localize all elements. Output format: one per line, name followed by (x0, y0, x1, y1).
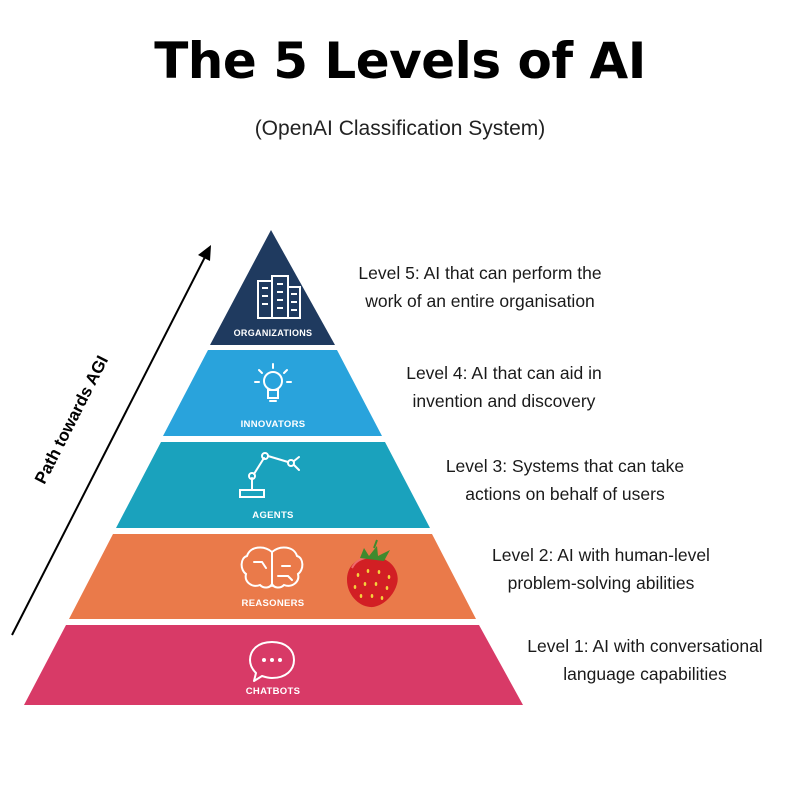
pyramid-segment-chatbots (24, 625, 523, 705)
chat-bubble-icon (249, 641, 295, 682)
pyramid-segment-innovators (163, 350, 382, 436)
description-line: work of an entire organisation (365, 291, 595, 311)
building-icon (257, 275, 301, 319)
pyramid-segment-agents (116, 442, 430, 528)
level-name-chatbots: CHATBOTS (246, 686, 300, 697)
level-1-chatbots: CHATBOTS (24, 625, 523, 705)
description-line: Level 4: AI that can aid in (406, 363, 602, 383)
description-line: Level 2: AI with human-level (492, 545, 710, 565)
level-3-description: Level 3: Systems that can take actions o… (405, 452, 725, 508)
robot-arm-icon (239, 452, 300, 498)
strawberry-icon (347, 539, 398, 608)
description-line: problem-solving abilities (507, 573, 695, 593)
description-line: invention and discovery (412, 391, 596, 411)
description-line: Level 5: AI that can perform the (358, 263, 602, 283)
description-line: Level 3: Systems that can take (445, 456, 685, 476)
path-arrow (11, 245, 211, 636)
level-name-agents: AGENTS (252, 510, 293, 521)
level-4-innovators: INNOVATORS (163, 350, 382, 436)
lightbulb-icon (254, 363, 292, 402)
level-name-organizations: ORGANIZATIONS (234, 328, 313, 338)
description-line: Level 1: AI with conversational (527, 636, 763, 656)
level-2-reasoners: REASONERS (69, 534, 476, 619)
page-subtitle: (OpenAI Classification System) (254, 117, 546, 140)
level-5-description: Level 5: AI that can perform the work of… (320, 259, 640, 315)
description-line: language capabilities (563, 664, 727, 684)
level-3-agents: AGENTS (116, 442, 430, 528)
level-2-description: Level 2: AI with human-level problem-sol… (441, 541, 761, 597)
level-4-description: Level 4: AI that can aid in invention an… (344, 359, 664, 415)
description-line: actions on behalf of users (465, 484, 665, 504)
level-name-innovators: INNOVATORS (241, 419, 306, 430)
level-1-description: Level 1: AI with conversational language… (495, 632, 795, 688)
level-5-organizations: ORGANIZATIONS (210, 230, 335, 345)
brain-icon (240, 546, 304, 589)
level-name-reasoners: REASONERS (242, 598, 305, 609)
page-title: The 5 Levels of AI (154, 32, 646, 90)
